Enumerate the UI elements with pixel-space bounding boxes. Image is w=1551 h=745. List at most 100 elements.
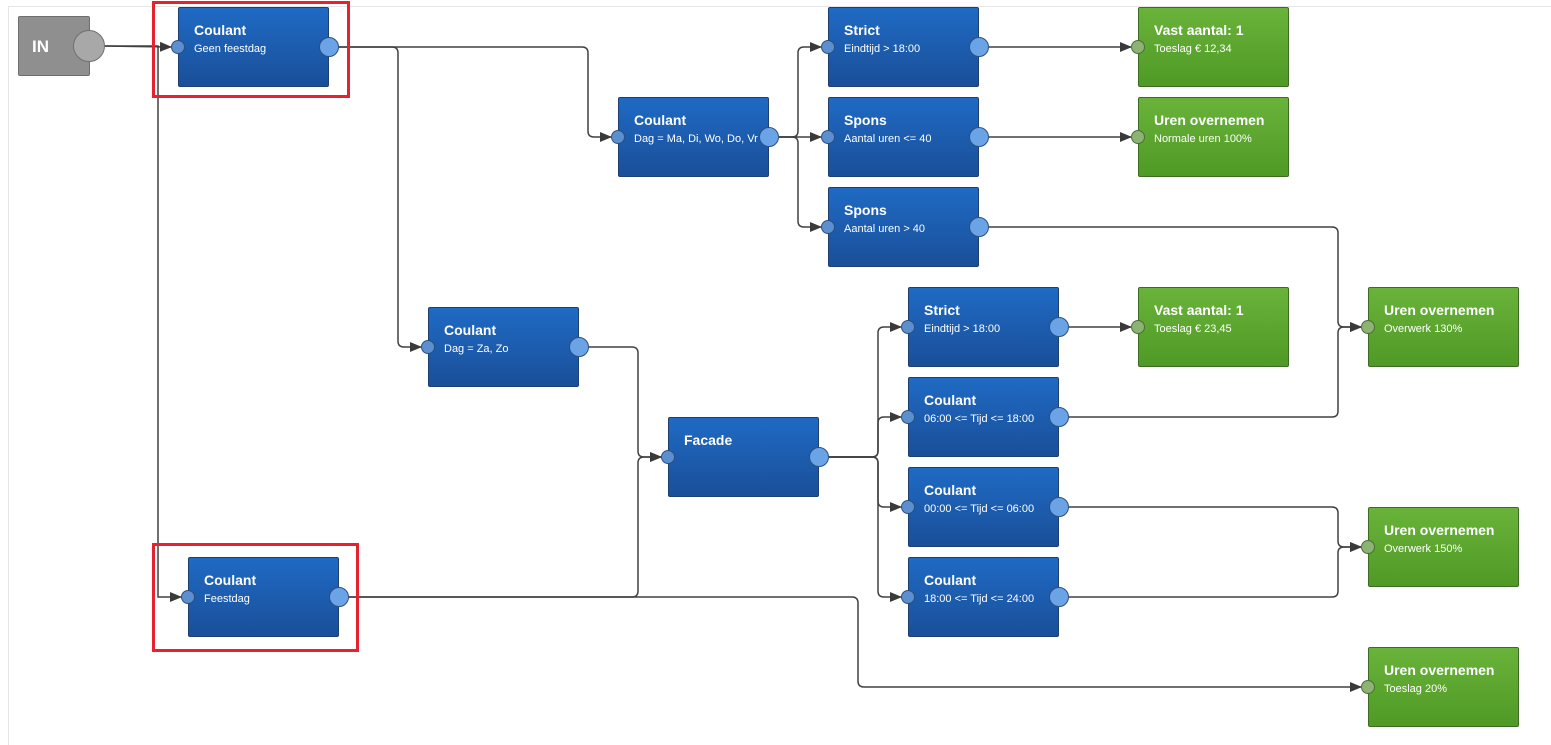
edge-n1-n6[interactable] — [339, 46, 422, 352]
input-port-n1[interactable] — [171, 40, 185, 54]
node-title: Uren overnemen — [1384, 522, 1495, 538]
edge-n7-n11[interactable] — [829, 456, 902, 602]
action-node-g3[interactable]: Vast aantal: 1 Toeslag € 23,45 — [1138, 287, 1289, 367]
node-title: Coulant — [924, 572, 977, 588]
input-port-n11[interactable] — [901, 590, 915, 604]
input-port-n2[interactable] — [611, 130, 625, 144]
input-port-g5[interactable] — [1361, 540, 1375, 554]
output-port-n1[interactable] — [319, 37, 339, 57]
edge-n12-n7[interactable] — [349, 452, 662, 598]
rule-node-n11[interactable]: Coulant 18:00 <= Tijd <= 24:00 — [908, 557, 1059, 637]
edge-n7-n10[interactable] — [829, 456, 902, 512]
node-title: Uren overnemen — [1384, 662, 1495, 678]
node-title: Facade — [684, 432, 733, 448]
rule-node-n7[interactable]: Facade — [668, 417, 819, 497]
input-port-n3[interactable] — [821, 40, 835, 54]
input-port-g1[interactable] — [1131, 40, 1145, 54]
canvas-border-left — [8, 6, 9, 745]
rule-node-n9[interactable]: Coulant 06:00 <= Tijd <= 18:00 — [908, 377, 1059, 457]
edge-n12-g6[interactable] — [349, 596, 1362, 692]
rule-node-n10[interactable]: Coulant 00:00 <= Tijd <= 06:00 — [908, 467, 1059, 547]
highlight-box-n1 — [152, 1, 350, 98]
input-port-n9[interactable] — [901, 410, 915, 424]
output-port-n5[interactable] — [969, 217, 989, 237]
input-port-g2[interactable] — [1131, 130, 1145, 144]
edge-n2-n5[interactable] — [779, 136, 822, 232]
highlight-box-n12 — [152, 543, 359, 652]
input-port-n4[interactable] — [821, 130, 835, 144]
node-subtitle: Feestdag — [204, 593, 250, 605]
node-title: Coulant — [924, 392, 977, 408]
input-port-n5[interactable] — [821, 220, 835, 234]
output-port-n4[interactable] — [969, 127, 989, 147]
node-subtitle: 06:00 <= Tijd <= 18:00 — [924, 413, 1035, 425]
output-port-n10[interactable] — [1049, 497, 1069, 517]
input-port-n10[interactable] — [901, 500, 915, 514]
node-subtitle: Toeslag € 23,45 — [1154, 323, 1232, 335]
input-port-n7[interactable] — [661, 450, 675, 464]
canvas-border-top — [8, 6, 1551, 7]
edge-n7-n8[interactable] — [829, 322, 902, 458]
node-subtitle: Dag = Ma, Di, Wo, Do, Vr — [634, 133, 758, 145]
output-port-n3[interactable] — [969, 37, 989, 57]
input-port-g4[interactable] — [1361, 320, 1375, 334]
start-output-port[interactable] — [73, 30, 105, 62]
node-subtitle: 00:00 <= Tijd <= 06:00 — [924, 503, 1035, 515]
output-port-n9[interactable] — [1049, 407, 1069, 427]
edge-n11-g5[interactable] — [1069, 542, 1362, 598]
input-port-n6[interactable] — [421, 340, 435, 354]
node-subtitle: Eindtijd > 18:00 — [924, 323, 1001, 335]
node-subtitle: Aantal uren > 40 — [844, 223, 926, 235]
node-subtitle: Dag = Za, Zo — [444, 343, 509, 355]
node-title: Coulant — [194, 22, 247, 38]
edge-n6-n7[interactable] — [589, 346, 662, 462]
node-subtitle: Toeslag 20% — [1384, 683, 1447, 695]
node-title: Spons — [844, 202, 887, 218]
node-title: Coulant — [924, 482, 977, 498]
node-subtitle: Geen feestdag — [194, 43, 267, 55]
output-port-n8[interactable] — [1049, 317, 1069, 337]
edge-in-n12[interactable] — [105, 45, 182, 602]
input-port-n8[interactable] — [901, 320, 915, 334]
node-title: Vast aantal: 1 — [1154, 22, 1244, 38]
edge-n9-g4[interactable] — [1069, 322, 1362, 418]
input-port-g3[interactable] — [1131, 320, 1145, 334]
edge-n7-n9[interactable] — [829, 412, 902, 458]
edge-n10-g5[interactable] — [1069, 506, 1362, 552]
node-title: Strict — [844, 22, 880, 38]
output-port-n2[interactable] — [759, 127, 779, 147]
node-title: Vast aantal: 1 — [1154, 302, 1244, 318]
output-port-n7[interactable] — [809, 447, 829, 467]
output-port-n6[interactable] — [569, 337, 589, 357]
output-port-n12[interactable] — [329, 587, 349, 607]
node-subtitle: Eindtijd > 18:00 — [844, 43, 921, 55]
node-title: Coulant — [634, 112, 687, 128]
input-port-n12[interactable] — [181, 590, 195, 604]
action-node-g1[interactable]: Vast aantal: 1 Toeslag € 12,34 — [1138, 7, 1289, 87]
node-title: Uren overnemen — [1154, 112, 1265, 128]
node-subtitle: 18:00 <= Tijd <= 24:00 — [924, 593, 1035, 605]
input-port-g6[interactable] — [1361, 680, 1375, 694]
node-title: Coulant — [444, 322, 497, 338]
node-title: Spons — [844, 112, 887, 128]
node-subtitle: Overwerk 150% — [1384, 543, 1463, 555]
output-port-n11[interactable] — [1049, 587, 1069, 607]
node-subtitle: Toeslag € 12,34 — [1154, 43, 1232, 55]
node-title: Strict — [924, 302, 960, 318]
node-title: Uren overnemen — [1384, 302, 1495, 318]
edge-n2-n3[interactable] — [779, 42, 822, 138]
node-subtitle: Normale uren 100% — [1154, 133, 1252, 145]
edge-n1-n2[interactable] — [339, 46, 612, 142]
